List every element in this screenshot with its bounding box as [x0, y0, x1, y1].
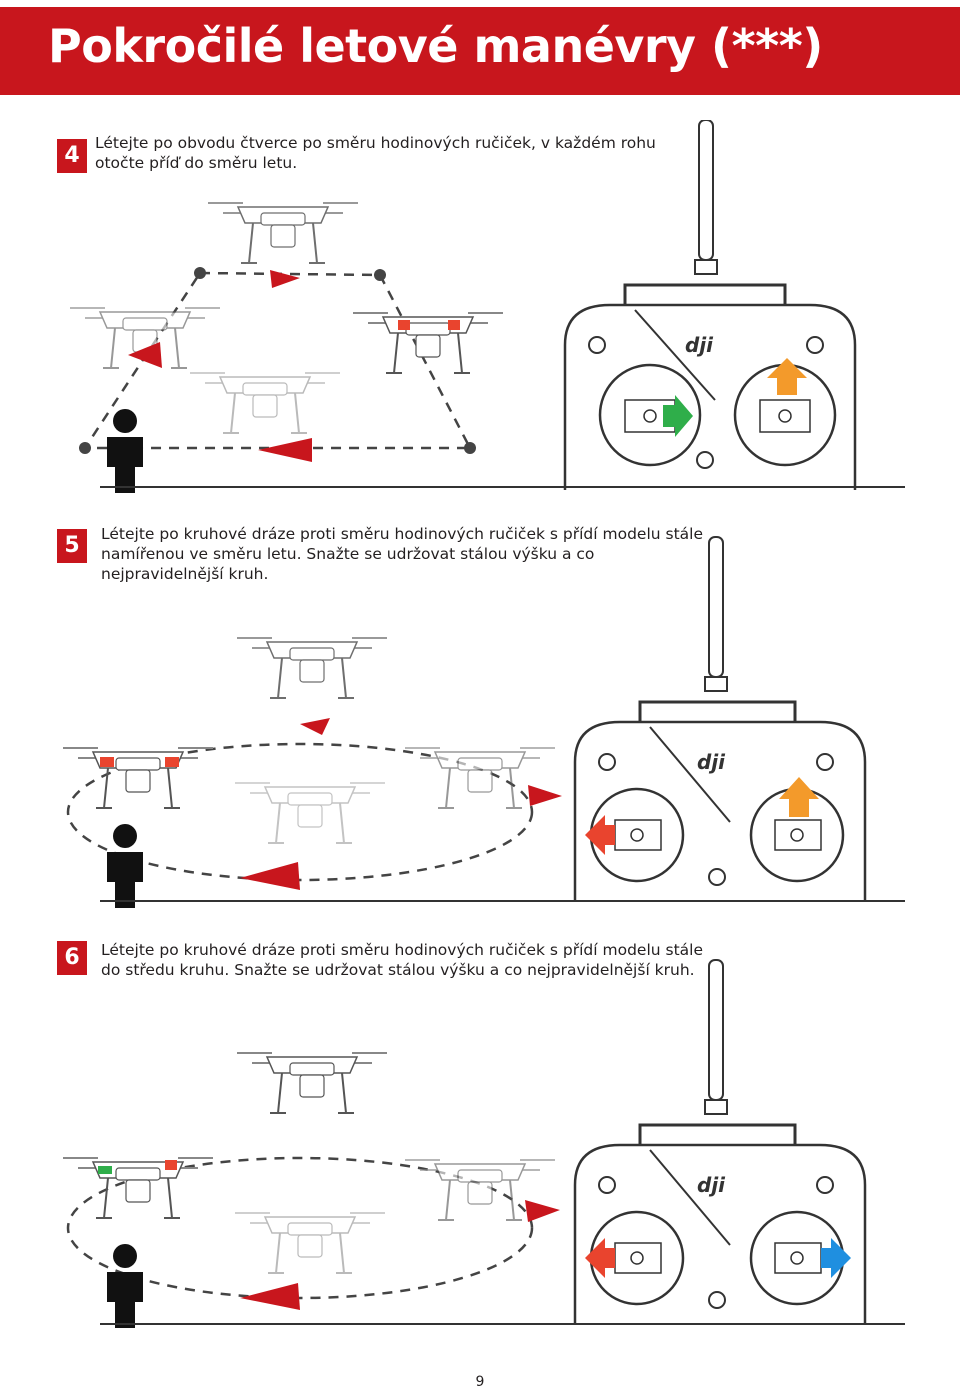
direction-arrow-icon — [128, 342, 162, 368]
drone-icon — [207, 202, 359, 264]
direction-arrow-icon — [663, 395, 693, 437]
pilot-icon — [107, 1244, 143, 1328]
circle-flight-nose-center-diagram: dji — [62, 959, 867, 1328]
drone-icon — [234, 1212, 386, 1274]
drone-icon — [236, 637, 388, 699]
step-4-number: 4 — [57, 139, 87, 173]
drone-icon — [189, 372, 341, 434]
section-divider — [100, 900, 905, 902]
controller-logo: dji — [697, 750, 726, 774]
page-header: Pokročilé letové manévry (***) — [0, 7, 960, 95]
direction-arrow-icon — [240, 862, 300, 890]
direction-arrow-icon — [779, 777, 819, 817]
section-divider — [100, 1323, 905, 1325]
controller-logo: dji — [685, 333, 714, 357]
direction-arrow-icon — [585, 1238, 615, 1278]
drone-icon — [352, 312, 504, 374]
pilot-icon — [107, 409, 143, 493]
circle-flight-nose-forward-diagram: dji — [62, 536, 867, 908]
step-6-text: Létejte po kruhové dráze proti směru hod… — [101, 941, 703, 979]
direction-arrow-icon — [585, 815, 615, 855]
direction-arrow-icon — [767, 358, 807, 395]
drone-icon — [236, 1052, 388, 1114]
drone-icon — [62, 747, 214, 809]
direction-arrow-icon — [525, 1200, 560, 1222]
step-5-text: Létejte po kruhové dráze proti směru hod… — [101, 525, 703, 583]
pilot-icon — [107, 824, 143, 908]
direction-arrow-icon — [258, 438, 312, 462]
remote-controller-icon: dji — [563, 120, 857, 490]
direction-arrow-icon — [270, 270, 300, 288]
step-5-number: 5 — [57, 529, 87, 563]
square-flight-diagram: dji — [69, 120, 857, 493]
drone-icon — [234, 782, 386, 844]
step-6-number: 6 — [57, 941, 87, 975]
direction-arrow-icon — [300, 718, 330, 735]
page-title: Pokročilé letové manévry (***) — [48, 19, 823, 73]
step-4-text: Létejte po obvodu čtverce po směru hodin… — [95, 134, 656, 172]
controller-logo: dji — [697, 1173, 726, 1197]
direction-arrow-icon — [528, 785, 562, 806]
remote-controller-icon: dji — [573, 959, 867, 1325]
page-number: 9 — [475, 1374, 485, 1390]
direction-arrow-icon — [821, 1238, 851, 1278]
section-divider — [100, 486, 905, 488]
remote-controller-icon: dji — [573, 536, 867, 902]
drone-icon — [62, 1157, 214, 1219]
direction-arrow-icon — [240, 1283, 300, 1310]
